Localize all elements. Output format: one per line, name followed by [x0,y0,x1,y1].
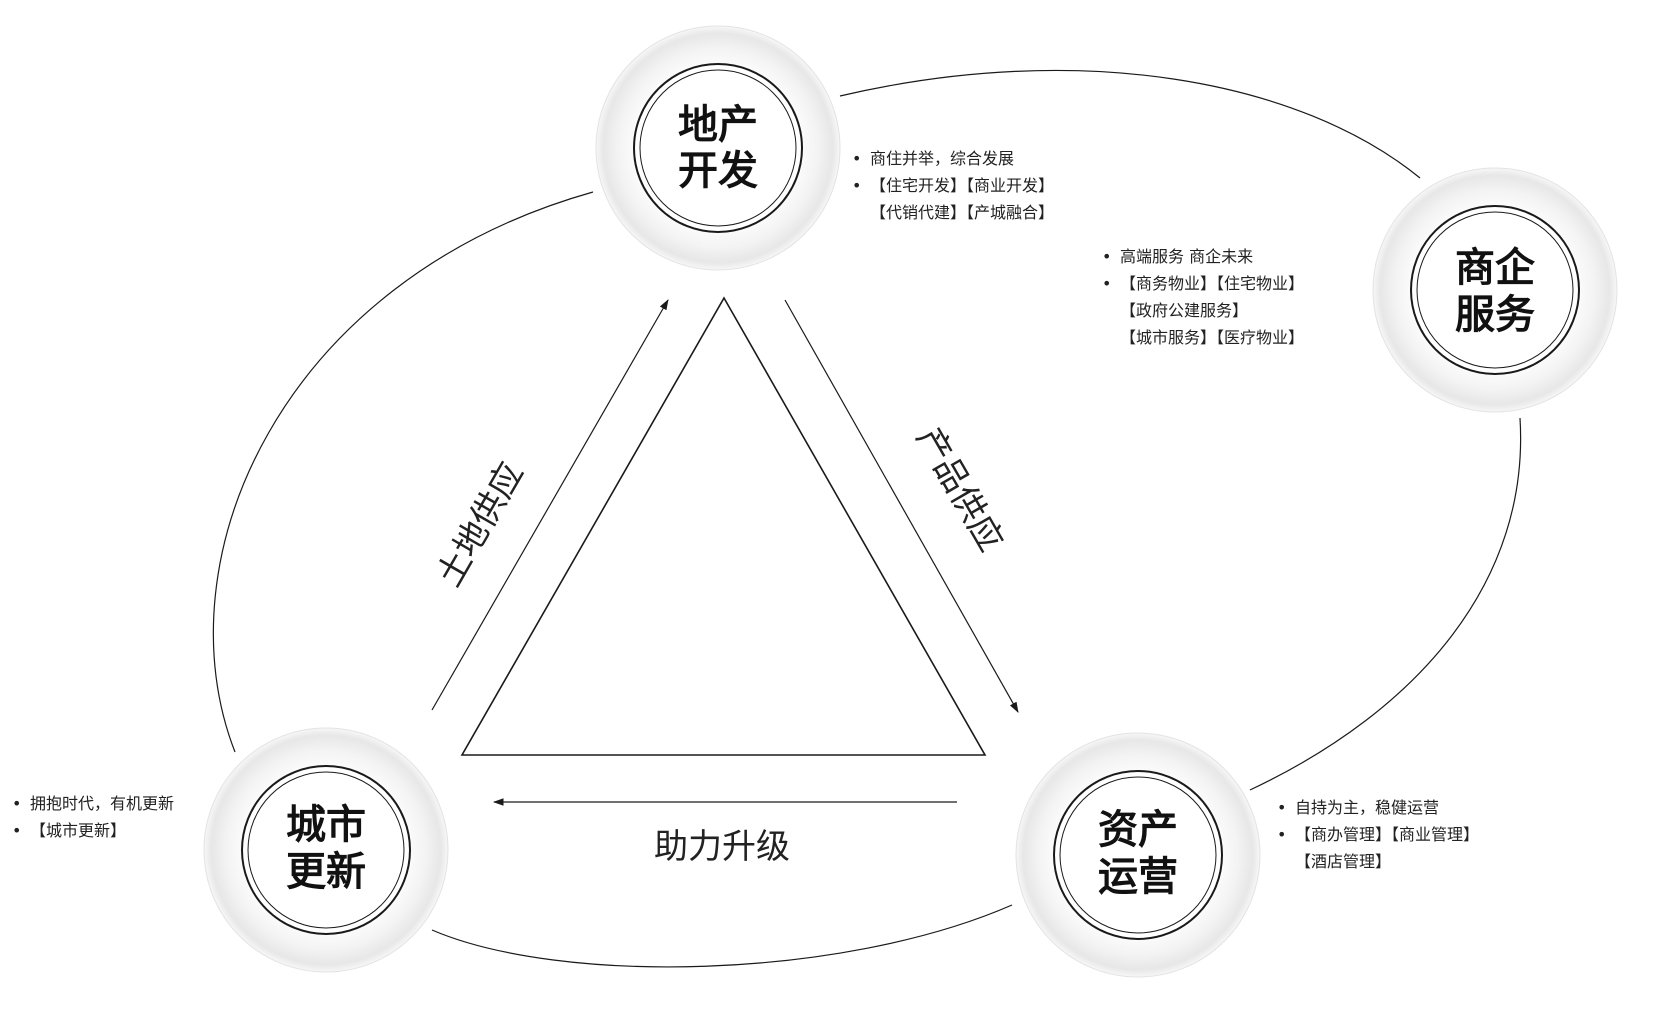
desc-business-service-cont2b: 【城市服务】【医疗物业】 [1120,328,1305,347]
desc-land-dev-cont2: 【代销代建】【产城融合】 [870,203,1055,222]
edge-label-product-supply: 产品供应 [908,421,1011,559]
center-triangle [460,296,987,756]
node-urban-renewal-line1: 城市 [286,802,366,848]
loop-arc-bottom [431,904,1013,968]
desc-business-service-bullet1: 高端服务 商企未来 [1120,247,1254,266]
bullet-icon: • [852,149,862,168]
desc-land-dev: • 商住并举，综合发展 • 【住宅开发】【商业开发】 【代销代建】【产城融合】 [852,145,1054,226]
node-business-service-line2: 服务 [1455,292,1535,338]
desc-urban-renewal-bullet2: 【城市更新】 [30,821,127,840]
node-business-service-line1: 商企 [1455,245,1536,291]
bullet-icon: • [1102,247,1112,266]
loop-arc-top-right [839,69,1421,179]
edge-label-land-supply: 土地供应 [429,456,532,594]
arrow-land-supply [431,299,669,711]
bullet-icon: • [1277,825,1287,844]
desc-business-service-bullet2: 【商务物业】【住宅物业】 [1120,274,1305,293]
desc-urban-renewal-bullet1: 拥抱时代，有机更新 [30,794,175,813]
desc-asset-ops-bullet2: 【商办管理】【商业管理】 [1295,825,1480,844]
node-land-dev: 地产 开发 [590,20,846,276]
node-land-dev-line1: 地产 [678,102,758,148]
desc-land-dev-bullet2: 【住宅开发】【商业开发】 [870,176,1055,195]
desc-land-dev-bullet1: 商住并举，综合发展 [870,149,1015,168]
node-asset-ops-line2: 运营 [1098,854,1178,900]
node-urban-renewal-line2: 更新 [286,849,366,895]
bullet-icon: • [12,794,22,813]
node-asset-ops-line1: 资产 [1098,807,1178,853]
node-asset-ops: 资产 运营 [1010,727,1266,983]
desc-asset-ops-cont2: 【酒店管理】 [1295,852,1392,871]
desc-asset-ops: • 自持为主，稳健运营 • 【商办管理】【商业管理】 【酒店管理】 [1277,794,1479,875]
node-land-dev-line2: 开发 [678,148,758,194]
edge-label-boost-upgrade: 助力升级 [654,827,790,867]
loop-arc-right [1249,417,1522,791]
desc-business-service-cont2a: 【政府公建服务】 [1120,301,1249,320]
bullet-icon: • [12,821,22,840]
desc-urban-renewal: • 拥抱时代，有机更新 • 【城市更新】 [12,790,174,844]
bullet-icon: • [1102,274,1112,293]
node-business-service: 商企 服务 [1367,162,1623,418]
desc-asset-ops-bullet1: 自持为主，稳健运营 [1295,798,1440,817]
bullet-icon: • [1277,798,1287,817]
desc-business-service: • 高端服务 商企未来 • 【商务物业】【住宅物业】 【政府公建服务】 【城市服务】… [1102,243,1304,351]
bullet-icon: • [852,176,862,195]
arrow-product-supply [784,299,1019,713]
loop-arc-left [212,191,594,753]
node-urban-renewal: 城市 更新 [198,722,454,978]
